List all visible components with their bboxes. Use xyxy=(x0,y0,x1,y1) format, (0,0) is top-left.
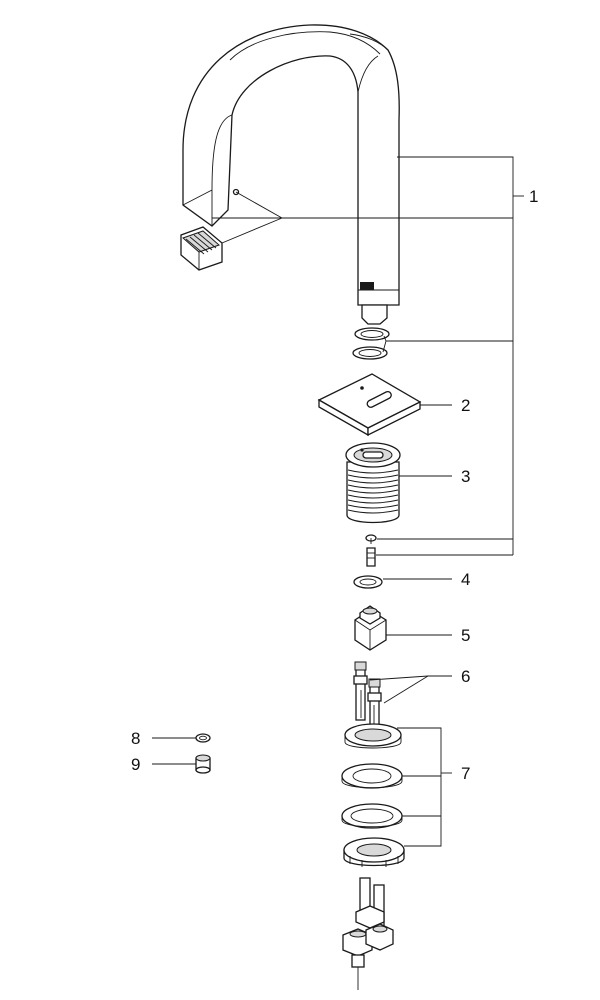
set-screw xyxy=(365,534,377,544)
hex-bolt xyxy=(366,547,376,567)
threaded-shank xyxy=(345,442,401,524)
mounting-ring-top xyxy=(344,723,402,749)
callout-3: 3 xyxy=(461,467,470,486)
callout-5: 5 xyxy=(461,626,470,645)
mounting-ring-rubber xyxy=(341,763,403,789)
leader-lines xyxy=(152,156,524,847)
callout-9: 9 xyxy=(131,755,140,774)
valve-body xyxy=(354,605,387,651)
callout-2: 2 xyxy=(461,396,470,415)
escutcheon-plate xyxy=(317,373,422,437)
spout xyxy=(182,24,400,325)
mounting-nut xyxy=(343,837,405,867)
callout-7: 7 xyxy=(461,764,470,783)
washer xyxy=(353,575,383,589)
spout-logo-mark xyxy=(360,282,374,290)
spout-o-rings xyxy=(352,327,390,360)
small-o-ring xyxy=(195,733,211,743)
callout-6: 6 xyxy=(461,667,470,686)
aerator xyxy=(180,226,223,271)
mounting-ring-metal xyxy=(341,803,403,829)
callout-4: 4 xyxy=(461,570,470,589)
callout-8: 8 xyxy=(131,729,140,748)
small-filter-insert xyxy=(195,754,211,774)
supply-hose-nuts xyxy=(342,877,394,990)
supply-connectors xyxy=(353,661,382,728)
callout-1: 1 xyxy=(529,187,538,206)
